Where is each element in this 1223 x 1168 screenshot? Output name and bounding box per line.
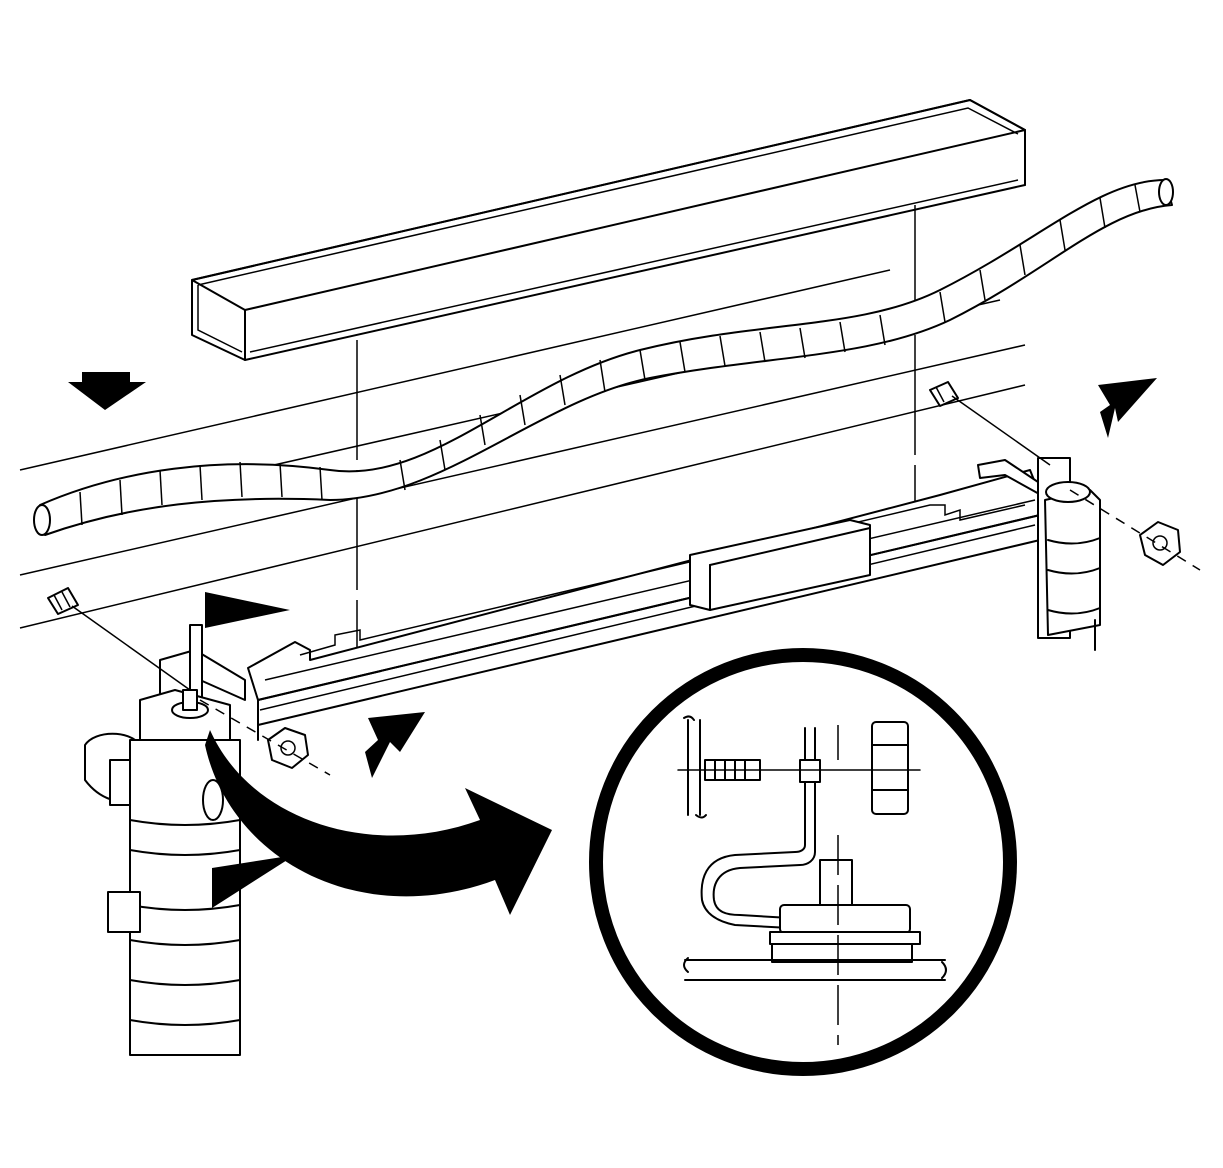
right-nut [1069, 489, 1201, 571]
arrow-left-bracket-top [205, 592, 290, 628]
bolts [47, 381, 1051, 691]
insulator-block [191, 99, 1026, 361]
right-bolt [929, 381, 1051, 466]
wiring-harness-conduit [33, 178, 1174, 536]
nuts [199, 489, 1201, 776]
direction-arrows [68, 372, 1157, 915]
right-bracket [977, 457, 1101, 651]
arrow-down-left [68, 372, 146, 410]
detail-callout [589, 648, 1017, 1076]
arrow-center [365, 712, 425, 778]
left-bracket [84, 624, 246, 1056]
arrow-curved-to-detail [205, 730, 552, 915]
left-bolt [47, 587, 191, 691]
harness-retainers [689, 519, 871, 611]
arrow-upper-right [1098, 378, 1157, 438]
arrow-left-bracket-bottom [212, 855, 295, 908]
left-nut [199, 699, 331, 776]
